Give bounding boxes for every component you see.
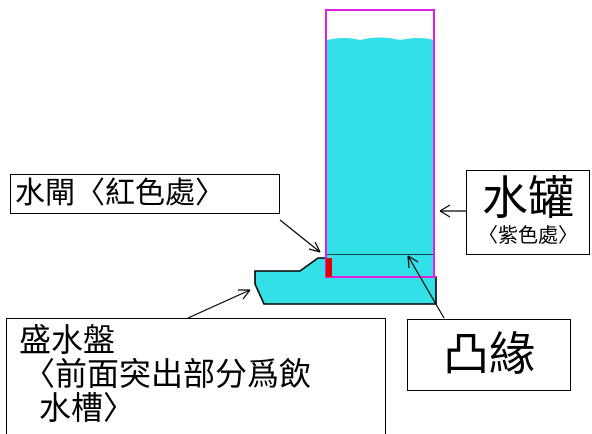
gate-label-text: 水閘〈紅色處〉 (15, 176, 225, 211)
tray-pointer (187, 289, 251, 319)
tray-label-line-3: 水槽〉 (39, 389, 136, 427)
tank-pointer-arrowhead (439, 204, 451, 218)
tank-water (327, 37, 434, 254)
tray-pointer-arrowhead (238, 289, 251, 300)
rim-label-text: 凸緣 (443, 327, 535, 381)
gate-label: 水閘〈紅色處〉 (10, 174, 280, 214)
water-gate (326, 258, 332, 277)
rim-pointer (407, 255, 445, 319)
gate-pointer (279, 219, 321, 253)
rim-label: 凸緣 (407, 319, 571, 391)
gate-pointer-arrowhead (308, 241, 321, 253)
tank-label-subtitle: 〈紫色處〉 (478, 223, 578, 247)
tray-label-line-2: 〈前面突出部分爲飲 (23, 355, 312, 393)
tray-label-line-1: 盛水盤 (19, 321, 116, 359)
rim-pointer-arrowhead (407, 255, 419, 269)
tank-label: 水罐 〈紫色處〉 (466, 170, 590, 255)
tank-label-title: 水罐 (482, 171, 574, 225)
tray-label: 盛水盤 〈前面突出部分爲飲 水槽〉 (6, 318, 386, 434)
